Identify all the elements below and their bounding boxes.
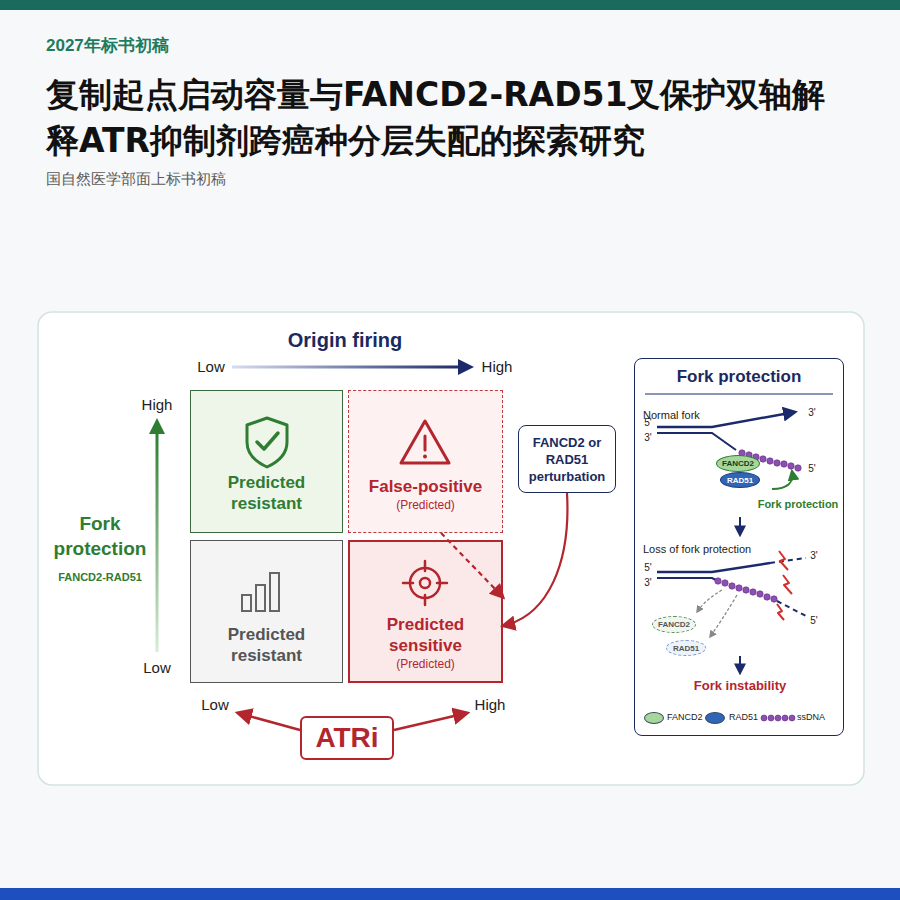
perturbation-box: FANCD2 or RAD51 perturbation	[518, 425, 616, 493]
node-text: FANCD2	[658, 620, 690, 629]
x-axis-arrow	[232, 359, 474, 375]
text-label: High	[475, 696, 506, 715]
protein-oval: FANCD2	[652, 616, 696, 633]
text-label: 5'	[808, 463, 815, 476]
node-text: (Predicted)	[396, 497, 455, 514]
text-label: 3'	[808, 407, 815, 420]
drug-box: ATRi	[300, 716, 394, 760]
text-label: Fork instability	[694, 678, 786, 694]
text-label: FANCD2-RAD51	[58, 571, 142, 585]
node-text: FANCD2	[722, 459, 754, 468]
protein-oval: FANCD2	[716, 455, 760, 472]
text-label: Low	[197, 358, 225, 377]
node-text: Predicted resistant	[201, 624, 332, 666]
text-label: High	[142, 396, 173, 415]
quadrant-box: False-positive(Predicted)	[348, 390, 503, 533]
node-text: RAD51	[673, 644, 699, 653]
legend-swatch	[644, 712, 664, 724]
node-text: ATRi	[315, 722, 378, 754]
node-text: Fork protection	[635, 367, 843, 387]
text-label: 2027年标书初稿	[46, 35, 169, 56]
top-bar	[0, 0, 900, 10]
node-text: Predicted sensitive	[360, 614, 491, 656]
quadrant-box: Predicted resistant	[190, 390, 343, 533]
protein-oval: RAD51	[666, 640, 706, 656]
text-label: 3'	[810, 550, 817, 563]
legend-text: ssDNA	[797, 712, 825, 723]
text-label: Fork protection	[40, 511, 160, 561]
text-label: High	[482, 358, 513, 377]
text-label: Low	[143, 659, 171, 678]
text-label: 国自然医学部面上标书初稿	[46, 170, 226, 189]
text-label: Loss of fork protection	[643, 543, 751, 557]
node-text: False-positive	[369, 476, 482, 497]
node-text: Predicted resistant	[201, 472, 332, 514]
text-label: 3'	[644, 577, 651, 590]
legend-text: RAD51	[729, 712, 758, 723]
legend-swatch	[705, 712, 725, 724]
figure-panel	[38, 312, 864, 785]
legend-text: FANCD2	[667, 712, 703, 723]
quadrant-box: Predicted resistant	[190, 540, 343, 683]
quadrant-box: Predicted sensitive(Predicted)	[348, 540, 503, 683]
y-axis-arrow	[149, 418, 165, 652]
text-label: 3'	[644, 432, 651, 445]
bottom-bar	[0, 888, 900, 900]
protein-oval: RAD51	[720, 472, 760, 488]
text-label: Fork protection	[758, 498, 839, 512]
connector-arrow	[503, 493, 567, 626]
text-label: Low	[201, 696, 229, 715]
node-text: (Predicted)	[396, 656, 455, 673]
page-title: 复制起点启动容量与FANCD2-RAD51叉保护双轴解释ATR抑制剂跨癌种分层失…	[46, 72, 856, 164]
text-label: 5'	[810, 615, 817, 628]
text-label: Origin firing	[288, 328, 402, 353]
text-label: 5'	[644, 417, 651, 430]
node-text: RAD51	[727, 476, 753, 485]
node-text: FANCD2 or RAD51 perturbation	[521, 434, 613, 485]
text-label: 5'	[644, 562, 651, 575]
